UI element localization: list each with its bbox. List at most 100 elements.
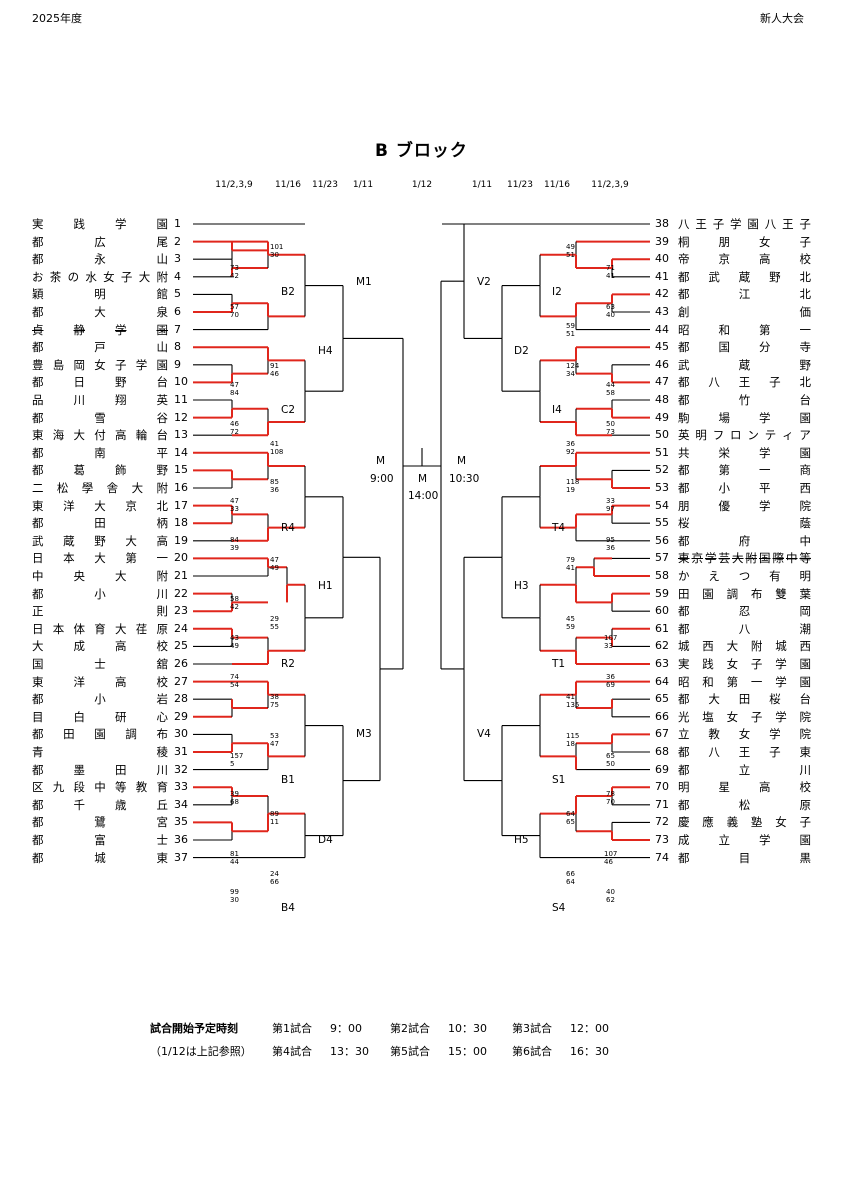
team-name: 区九段中等教育 [32, 780, 168, 795]
team-number: 13 [174, 428, 188, 442]
season-year: 2025年度 [32, 12, 82, 25]
team-name: 都武蔵野北 [678, 269, 811, 284]
score-top: 41 [566, 693, 575, 701]
score-bottom: 65 [566, 818, 575, 826]
score-bottom: 42 [230, 603, 239, 611]
team-number: 55 [655, 516, 669, 530]
schedule-slot-6-time: 16：30 [570, 1045, 609, 1058]
team-name: 豊島岡女子学園 [32, 357, 168, 372]
team-name: 大成高校 [32, 639, 168, 654]
score-top: 81 [230, 850, 239, 858]
match-code-i2: I2 [552, 286, 562, 298]
score-bottom: 135 [566, 701, 580, 709]
team-name: 帝京高校 [678, 252, 811, 267]
team-name: 都松原 [678, 797, 811, 812]
team-name: 都大田桜台 [678, 692, 811, 707]
score-top: 41 [270, 440, 279, 448]
score-top: 50 [606, 420, 615, 428]
score-top: 29 [270, 615, 279, 623]
score-top: 47 [230, 381, 239, 389]
match-code-s4: S4 [552, 902, 566, 914]
score-bottom: 97 [606, 505, 615, 513]
team-name: 都立川 [678, 762, 811, 777]
team-name: 田園調布雙葉 [678, 586, 811, 601]
schedule-slot-1-label: 第1試合 [272, 1022, 312, 1035]
score-top: 71 [606, 264, 615, 272]
score-bottom: 58 [606, 389, 615, 397]
team-number: 19 [174, 533, 188, 547]
team-number: 73 [655, 833, 669, 846]
score-top: 59 [566, 322, 575, 330]
score-top: 85 [270, 478, 279, 486]
team-number: 20 [174, 551, 188, 565]
schedule-slot-4-time: 13：30 [330, 1045, 369, 1058]
team-number: 27 [174, 674, 188, 688]
team-number: 15 [174, 463, 188, 477]
score-bottom: 36 [606, 544, 615, 552]
team-name: 都広尾 [32, 234, 168, 249]
team-name: 東海大付高輪台 [32, 428, 168, 443]
team-number: 56 [655, 533, 669, 547]
team-number: 3 [174, 252, 181, 266]
team-number: 12 [174, 410, 188, 424]
team-name: 桐朋女子 [678, 234, 811, 249]
team-name: 都第一商 [678, 463, 811, 478]
score-top: 101 [270, 243, 284, 251]
score-top: 43 [230, 634, 239, 642]
score-bottom: 46 [604, 858, 613, 866]
score-top: 49 [566, 243, 575, 251]
team-number: 46 [655, 357, 669, 371]
team-name: 英明フロンティア [678, 428, 811, 443]
score-top: 24 [270, 870, 279, 878]
score-top: 107 [604, 850, 618, 858]
team-name: 日本大第一 [32, 551, 168, 566]
match-code-t1: T1 [552, 658, 566, 670]
team-name: かえつ有明 [678, 569, 811, 583]
score-bottom: 70 [606, 798, 615, 806]
score-bottom: 33 [604, 642, 613, 650]
score-bottom: 72 [230, 428, 239, 436]
team-number: 72 [655, 815, 669, 829]
score-top: 58 [230, 595, 239, 603]
team-number: 5 [174, 287, 181, 301]
score-top: 40 [606, 888, 615, 896]
date-round1-right: 11/2,3,9 [591, 180, 629, 190]
team-name: 都大泉 [32, 305, 168, 319]
team-number: 45 [655, 340, 669, 354]
score-bottom: 69 [606, 681, 615, 689]
team-name: 光塩女子学院 [678, 709, 811, 724]
team-number: 1 [174, 217, 181, 230]
team-name: 成立学園 [678, 833, 811, 847]
team-name: 都八潮 [678, 621, 811, 636]
team-number: 30 [174, 727, 188, 741]
team-name: 都千歳丘 [32, 797, 168, 812]
team-number: 16 [174, 481, 188, 494]
semi-right-code: M [457, 455, 467, 467]
match-code-b2: B2 [281, 286, 295, 298]
team-name: 二松學舎大附 [32, 481, 168, 495]
team-name: 朋優学院 [678, 498, 811, 513]
team-name: 武蔵野 [678, 357, 811, 372]
team-number: 51 [655, 445, 669, 459]
score-bottom: 46 [270, 370, 279, 378]
team-name: 品川翔英 [32, 393, 168, 407]
team-name: 都八王子北 [678, 375, 811, 390]
team-number: 64 [655, 674, 669, 688]
team-number: 43 [655, 305, 669, 318]
team-name: 東京学芸大附国際中等 [678, 551, 811, 566]
